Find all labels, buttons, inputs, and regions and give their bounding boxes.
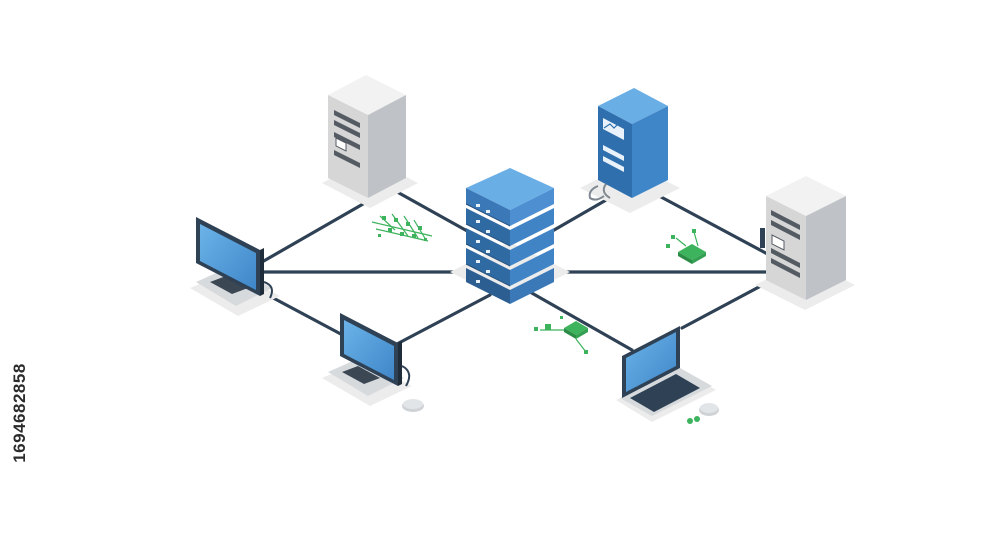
link-tower-blue-to-tower-right [646, 188, 777, 260]
server-tower-icon [580, 88, 680, 213]
laptop-icon [616, 326, 719, 422]
circuit-chip-icon [666, 229, 706, 264]
link-desktop-left-to-desktop-bottom-left [260, 290, 354, 342]
circuit-chip-icon [687, 416, 700, 424]
circuit-chip-icon [534, 316, 588, 354]
link-central-server-to-laptop [528, 290, 634, 352]
circuit-chip-icon [371, 213, 433, 242]
link-desktop-left-to-tower-top-left [260, 198, 372, 264]
server-stack-icon [450, 168, 570, 304]
link-central-server-to-desktop-bottom-left [393, 293, 492, 347]
server-tower-icon [755, 176, 855, 310]
stock-image-id-watermark: 1694682858 [6, 290, 34, 535]
link-tower-top-left-to-central-server [388, 186, 480, 239]
desktop-computer-icon [190, 217, 280, 316]
connection-lines [260, 186, 777, 352]
link-tower-right-to-laptop [680, 278, 774, 330]
server-tower-icon [322, 75, 418, 208]
desktop-computer-icon [322, 313, 424, 412]
image-id-text: 1694682858 [10, 362, 29, 463]
